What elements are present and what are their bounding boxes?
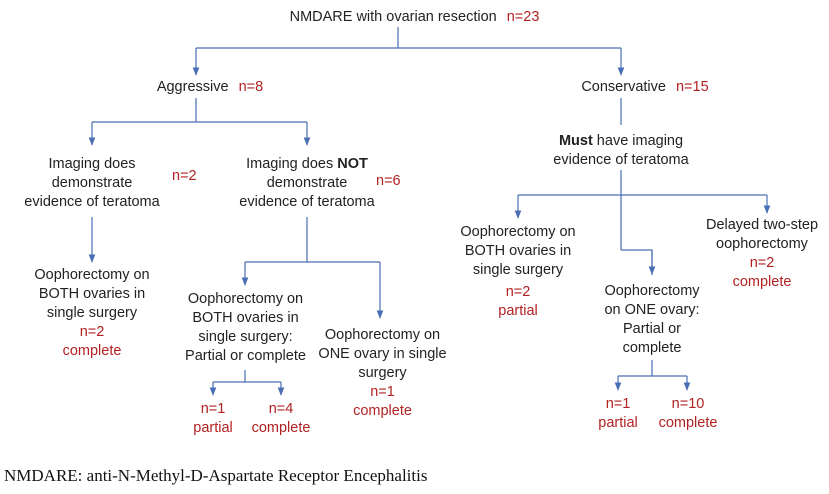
yes-outcome-status: complete bbox=[62, 343, 122, 359]
connector-cons-one bbox=[620, 195, 653, 275]
requirement-line-2: evidence of teratoma bbox=[553, 152, 689, 168]
cons-delayed-status: complete bbox=[732, 274, 792, 290]
cons-one-partial-status: partial bbox=[598, 415, 638, 431]
cons-one-node: Oophorectomy on ONE ovary: Partial or co… bbox=[592, 282, 712, 358]
no-both-partial-count: n=1 bbox=[200, 401, 226, 417]
conservative-node: Conservative n=15 bbox=[560, 78, 730, 97]
cons-delayed-node: Delayed two-step oophorectomy n=2 comple… bbox=[698, 216, 826, 292]
imaging-yes-node: Imaging does demonstrate evidence of ter… bbox=[12, 155, 172, 212]
yes-outcome-line-3: single surgery bbox=[46, 305, 138, 321]
connector-root bbox=[196, 27, 621, 49]
imaging-no-node: Imaging does NOT demonstrate evidence of… bbox=[222, 155, 392, 212]
footnote: NMDARE: anti-N-Methyl-D-Aspartate Recept… bbox=[4, 466, 428, 485]
no-both-partial-node: n=1 partial bbox=[183, 400, 243, 438]
no-both-line-2: BOTH ovaries in bbox=[192, 310, 299, 326]
cons-one-partial-count: n=1 bbox=[605, 396, 631, 412]
no-both-complete-count: n=4 bbox=[268, 401, 294, 417]
cons-delayed-line-2: oophorectomy bbox=[716, 236, 808, 252]
cons-both-node: Oophorectomy on BOTH ovaries in single s… bbox=[448, 223, 588, 321]
no-both-line-3: single surgery: bbox=[198, 329, 293, 345]
connector-cons-one-split bbox=[618, 360, 687, 377]
requirement-node: Must have imaging evidence of teratoma bbox=[536, 132, 706, 170]
cons-both-line-2: BOTH ovaries in bbox=[464, 243, 572, 259]
no-one-line-2: ONE ovary in single bbox=[318, 346, 447, 362]
arrow-to-cons-one bbox=[621, 249, 656, 275]
no-one-status: complete bbox=[353, 403, 412, 419]
cons-one-line-1: Oophorectomy bbox=[604, 283, 700, 299]
cons-one-partial-node: n=1 partial bbox=[588, 395, 648, 433]
cons-one-complete-count: n=10 bbox=[671, 396, 705, 412]
aggressive-node: Aggressive n=8 bbox=[130, 78, 290, 97]
imaging-yes-line-1: Imaging does bbox=[48, 156, 136, 172]
cons-both-count: n=2 bbox=[505, 284, 531, 300]
cons-both-status: partial bbox=[498, 303, 538, 319]
root-node: NMDARE with ovarian resection n=23 bbox=[0, 8, 829, 27]
imaging-yes-line-3: evidence of teratoma bbox=[24, 194, 160, 210]
yes-outcome-node: Oophorectomy on BOTH ovaries in single s… bbox=[12, 266, 172, 361]
no-both-complete-node: n=4 complete bbox=[246, 400, 316, 438]
cons-one-line-2: on ONE ovary: bbox=[604, 302, 700, 318]
yes-outcome-line-1: Oophorectomy on bbox=[34, 267, 150, 283]
imaging-yes-count: n=2 bbox=[172, 168, 197, 184]
imaging-no-line-3: evidence of teratoma bbox=[239, 194, 375, 210]
connector-requirement bbox=[518, 170, 767, 196]
connector-aggressive bbox=[92, 98, 307, 123]
yes-outcome-line-2: BOTH ovaries in bbox=[38, 286, 146, 302]
cons-one-complete-node: n=10 complete bbox=[650, 395, 726, 433]
aggressive-label: Aggressive bbox=[156, 79, 229, 95]
cons-delayed-line-1: Delayed two-step bbox=[705, 217, 819, 233]
no-both-node: Oophorectomy on BOTH ovaries in single s… bbox=[168, 290, 323, 366]
requirement-line-1: have imaging bbox=[592, 133, 684, 149]
no-one-line-3: surgery bbox=[358, 365, 407, 381]
no-both-line-1: Oophorectomy on bbox=[187, 291, 304, 307]
cons-delayed-count: n=2 bbox=[749, 255, 775, 271]
cons-one-line-3: Partial or bbox=[622, 321, 682, 337]
conservative-count: n=15 bbox=[675, 79, 709, 95]
imaging-no-line-1: Imaging does bbox=[246, 156, 338, 172]
imaging-yes-line-2: demonstrate bbox=[51, 175, 133, 191]
no-both-partial-status: partial bbox=[193, 420, 233, 436]
imaging-no-not: NOT bbox=[337, 156, 368, 172]
no-one-node: Oophorectomy on ONE ovary in single surg… bbox=[315, 326, 450, 421]
cons-one-complete-status: complete bbox=[658, 415, 718, 431]
connector-no-both bbox=[213, 370, 281, 383]
no-one-count: n=1 bbox=[370, 384, 395, 400]
no-one-line-1: Oophorectomy on bbox=[324, 327, 441, 343]
imaging-no-line-2: demonstrate bbox=[266, 175, 348, 191]
imaging-no-count: n=6 bbox=[376, 173, 401, 189]
cons-one-line-4: complete bbox=[622, 340, 682, 356]
no-both-line-4: Partial or complete bbox=[185, 348, 306, 364]
cons-both-line-3: single surgery bbox=[472, 262, 564, 278]
requirement-must: Must bbox=[558, 133, 593, 149]
root-count: n=23 bbox=[506, 9, 540, 25]
connector-imaging-no bbox=[245, 217, 380, 263]
aggressive-count: n=8 bbox=[238, 79, 264, 95]
no-both-complete-status: complete bbox=[251, 420, 311, 436]
cons-both-line-1: Oophorectomy on bbox=[460, 224, 576, 240]
root-label: NMDARE with ovarian resection bbox=[289, 9, 497, 25]
conservative-label: Conservative bbox=[581, 79, 666, 95]
yes-outcome-count: n=2 bbox=[79, 324, 105, 340]
